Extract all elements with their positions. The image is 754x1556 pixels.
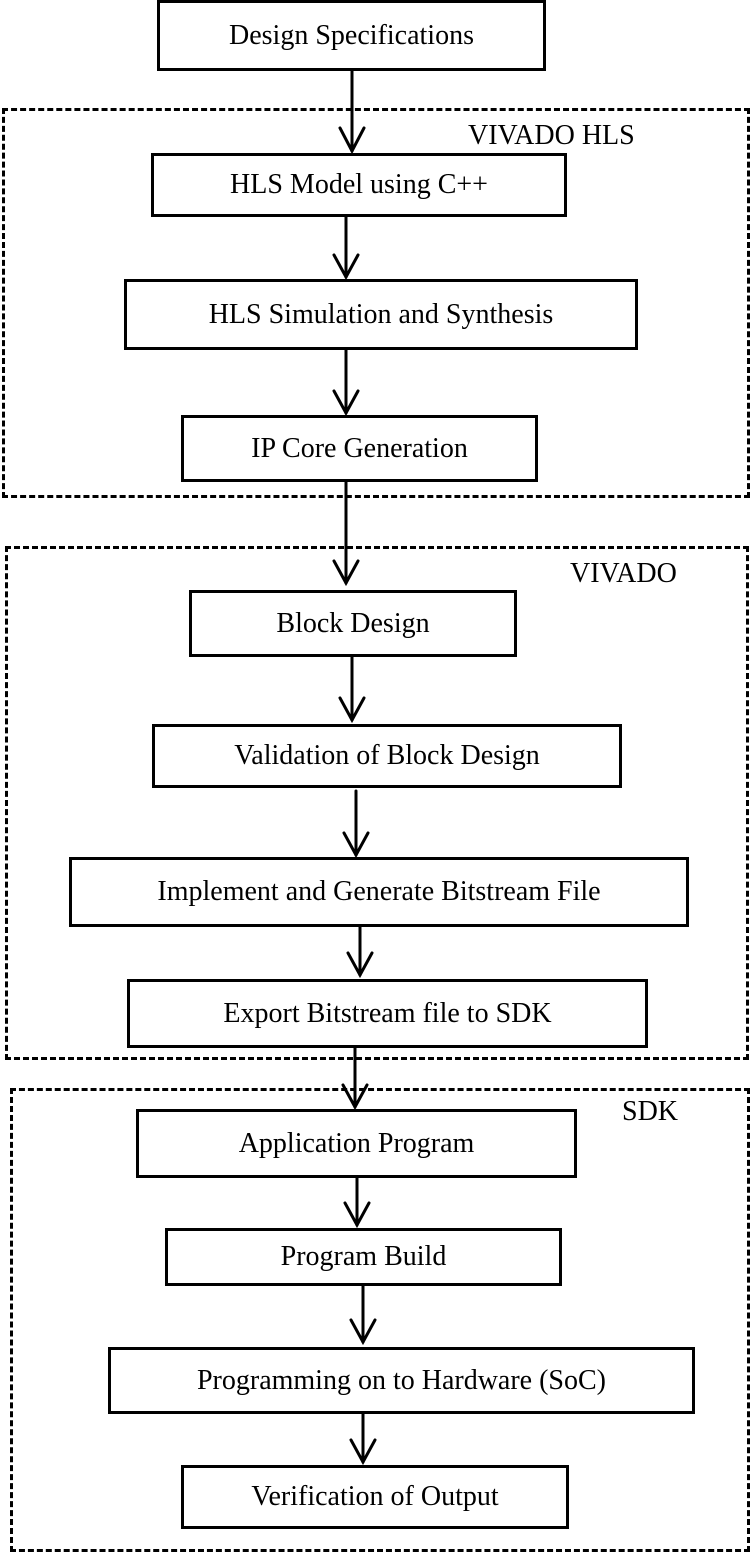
validation-box: Validation of Block Design: [152, 724, 622, 788]
vivado-hls-group-label: VIVADO HLS: [468, 120, 635, 151]
sdk-group-label: SDK: [622, 1096, 679, 1127]
block-design-box: Block Design: [189, 590, 517, 657]
arrowhead-application-to-build: [343, 1201, 371, 1229]
arrowhead-export-to-application: [341, 1083, 369, 1111]
hls-simulation-box: HLS Simulation and Synthesis: [124, 279, 638, 350]
arrowhead-block-to-validation: [338, 696, 366, 724]
hls-simulation-label: HLS Simulation and Synthesis: [208, 298, 554, 330]
arrowhead-ip-core-to-block-design: [332, 559, 360, 587]
implement-bitstream-box: Implement and Generate Bitstream File: [69, 857, 689, 927]
verification-output-label: Verification of Output: [251, 1481, 499, 1512]
vivado-group: [5, 546, 749, 1060]
block-design-label: Block Design: [276, 607, 430, 639]
export-bitstream-label: Export Bitstream file to SDK: [223, 997, 552, 1029]
vivado-hls-group: [2, 108, 750, 498]
verification-output-box: Verification of Output: [181, 1465, 569, 1529]
hls-model-label: HLS Model using C++: [230, 169, 488, 200]
program-build-label: Program Build: [280, 1241, 447, 1272]
design-specifications-label: Design Specifications: [229, 19, 474, 51]
arrowhead-implement-to-export: [346, 951, 374, 979]
sdk-group: [10, 1088, 750, 1552]
export-bitstream-box: Export Bitstream file to SDK: [127, 979, 648, 1048]
validation-label: Validation of Block Design: [234, 740, 540, 771]
implement-bitstream-label: Implement and Generate Bitstream File: [157, 876, 601, 907]
ip-core-generation-label: IP Core Generation: [251, 432, 468, 464]
arrowhead-programming-to-verification: [349, 1438, 377, 1466]
programming-hardware-label: Programming on to Hardware (SoC): [196, 1364, 607, 1396]
arrowhead-spec-to-hls-model: [338, 126, 366, 155]
arrowhead-validation-to-implement: [342, 831, 370, 859]
arrowhead-hls-model-to-simulation: [332, 253, 360, 281]
design-specifications-box: Design Specifications: [157, 0, 546, 71]
program-build-box: Program Build: [165, 1228, 562, 1286]
application-program-box: Application Program: [136, 1109, 577, 1178]
arrowhead-build-to-programming: [349, 1318, 377, 1346]
hls-model-box: HLS Model using C++: [151, 153, 567, 217]
arrowhead-simulation-to-ip-core: [332, 389, 360, 417]
ip-core-generation-box: IP Core Generation: [181, 415, 538, 482]
application-program-label: Application Program: [238, 1127, 475, 1159]
vivado-group-label: VIVADO: [570, 558, 677, 589]
programming-hardware-box: Programming on to Hardware (SoC): [108, 1347, 695, 1414]
